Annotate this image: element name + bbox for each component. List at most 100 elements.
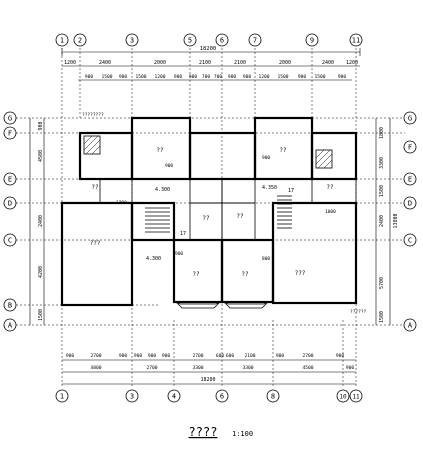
top-dim-label: 900 xyxy=(243,74,252,80)
right-axis-bubbles: G F E D C A xyxy=(403,111,417,332)
axis-label: 7 xyxy=(253,37,257,45)
drawing-scale: 1:100 xyxy=(232,430,253,438)
top-total-label: 18200 xyxy=(200,46,217,52)
door-label: 900 xyxy=(165,163,173,169)
stairs-left xyxy=(145,207,170,233)
top-overall-dimension: 18200 xyxy=(61,46,361,56)
axis-label: 5 xyxy=(188,37,192,45)
room-label: ?? xyxy=(91,184,99,191)
room-label: ?? xyxy=(192,271,200,278)
left-dim-label: 900 xyxy=(38,121,44,130)
level-label: 17 xyxy=(180,231,186,237)
axis-label: A xyxy=(408,322,413,330)
top-dim-label: 1200 xyxy=(258,74,269,80)
left-dim-label: 4200 xyxy=(38,266,44,278)
level-label: 4.350 xyxy=(262,185,277,191)
walls xyxy=(60,116,358,307)
axis-label: 11 xyxy=(352,394,360,401)
axis-label: 10 xyxy=(339,394,347,401)
bottom-dim-label: 3300 xyxy=(242,365,253,371)
bottom-dim-row2: 4800 2700 3300 3300 4500 900 xyxy=(62,365,356,373)
bay-windows xyxy=(175,301,269,309)
stairs-right xyxy=(277,195,292,229)
right-total-label: 13800 xyxy=(393,213,399,228)
top-dim-label: 2400 xyxy=(322,60,334,66)
axis-label: F xyxy=(8,130,12,138)
axis-label: 4 xyxy=(172,393,176,401)
door-label: 900 xyxy=(175,251,183,257)
room-label: ?? xyxy=(156,147,164,154)
right-dimensions: 1800 3300 1500 2400 5700 1500 13800 xyxy=(375,118,399,325)
axis-label: A xyxy=(8,322,13,330)
bottom-dim-label: 900 xyxy=(66,353,75,359)
top-dim-label: 700 xyxy=(214,74,223,80)
left-dim-label: 1500 xyxy=(38,309,44,321)
door-label: 900 xyxy=(262,155,270,161)
bottom-dim-label: 900 xyxy=(346,365,355,371)
top-dim-label: 2000 xyxy=(154,60,166,66)
top-dim-label: 1200 xyxy=(154,74,165,80)
top-dim-label: 900 xyxy=(174,74,183,80)
bottom-total-label: 18200 xyxy=(200,377,215,383)
axis-label: 11 xyxy=(352,37,360,45)
bath-fixture-right xyxy=(315,149,333,169)
bottom-dim-label: 2700 xyxy=(90,353,101,359)
axis-label: 1 xyxy=(60,393,64,401)
room-label: ?? xyxy=(326,184,334,191)
left-dimensions: 900 4500 2400 4200 1500 xyxy=(29,118,45,325)
top-dim-label: 1500 xyxy=(135,74,146,80)
top-dim-label: 900 xyxy=(119,74,128,80)
level-label: 17 xyxy=(288,188,294,194)
axis-label: D xyxy=(8,200,12,208)
axis-label: E xyxy=(8,176,12,184)
right-dim-label: 1800 xyxy=(379,127,385,139)
left-axis-bubbles: G F E D C B A xyxy=(3,111,17,332)
right-dim-label: 1500 xyxy=(379,185,385,197)
axis-label: 6 xyxy=(220,37,224,45)
bottom-overall-dimension: 18200 xyxy=(62,377,356,385)
bottom-dim-label: 2100 xyxy=(244,353,255,359)
bottom-dim-label: 900 xyxy=(119,353,128,359)
left-dim-label: 2400 xyxy=(38,215,44,227)
top-dim-label: 900 xyxy=(85,74,94,80)
top-dim-label: 1200 xyxy=(64,60,76,66)
bottom-dim-label: 2700 xyxy=(192,353,203,359)
axis-label: 2 xyxy=(78,37,82,45)
top-dim-label: 1200 xyxy=(346,60,358,66)
level-label: 1000 xyxy=(325,209,336,215)
bottom-axis-bubbles: 1 3 4 6 8 10 11 xyxy=(55,389,363,403)
axis-label: 3 xyxy=(130,37,134,45)
axis-label: 3 xyxy=(130,393,134,401)
bottom-dim-label: 900 xyxy=(134,353,143,359)
right-dim-label: 2400 xyxy=(379,215,385,227)
top-dim-label: 1500 xyxy=(101,74,112,80)
level-label: 4.300 xyxy=(155,187,170,193)
room-label: ?????? xyxy=(350,309,367,315)
top-dim-label: 900 xyxy=(228,74,237,80)
bottom-dim-label: 900 xyxy=(336,353,345,359)
top-dim-label: 900 xyxy=(298,74,307,80)
bottom-dim-label: 600 xyxy=(226,353,235,359)
bottom-dim-label: 900 xyxy=(148,353,157,359)
top-dim-label: 2000 xyxy=(279,60,291,66)
bottom-dim-label: 600 xyxy=(216,353,225,359)
left-dim-label: 4500 xyxy=(38,150,44,162)
level-label: 4.300 xyxy=(146,256,161,262)
bottom-dim-label: 3300 xyxy=(192,365,203,371)
drawing-title-block: ???? 1:100 xyxy=(189,425,254,439)
bottom-dim-label: 900 xyxy=(276,353,285,359)
room-label: ??? xyxy=(90,240,101,247)
axis-label: 9 xyxy=(310,37,314,45)
right-dim-label: 3300 xyxy=(379,157,385,169)
top-dim-row1: 1200 2400 2000 2100 2100 2000 2400 1200 xyxy=(62,60,360,67)
room-label: ?? xyxy=(241,271,249,278)
top-dim-label: 1500 xyxy=(277,74,288,80)
bottom-dim-label: 4800 xyxy=(90,365,101,371)
top-dim-label: 900 xyxy=(189,74,198,80)
room-label: ?? xyxy=(279,147,287,154)
axis-label: F xyxy=(408,144,412,152)
bottom-dim-label: 2700 xyxy=(302,353,313,359)
right-dim-label: 1500 xyxy=(379,311,385,323)
top-dim-label: 1500 xyxy=(314,74,325,80)
